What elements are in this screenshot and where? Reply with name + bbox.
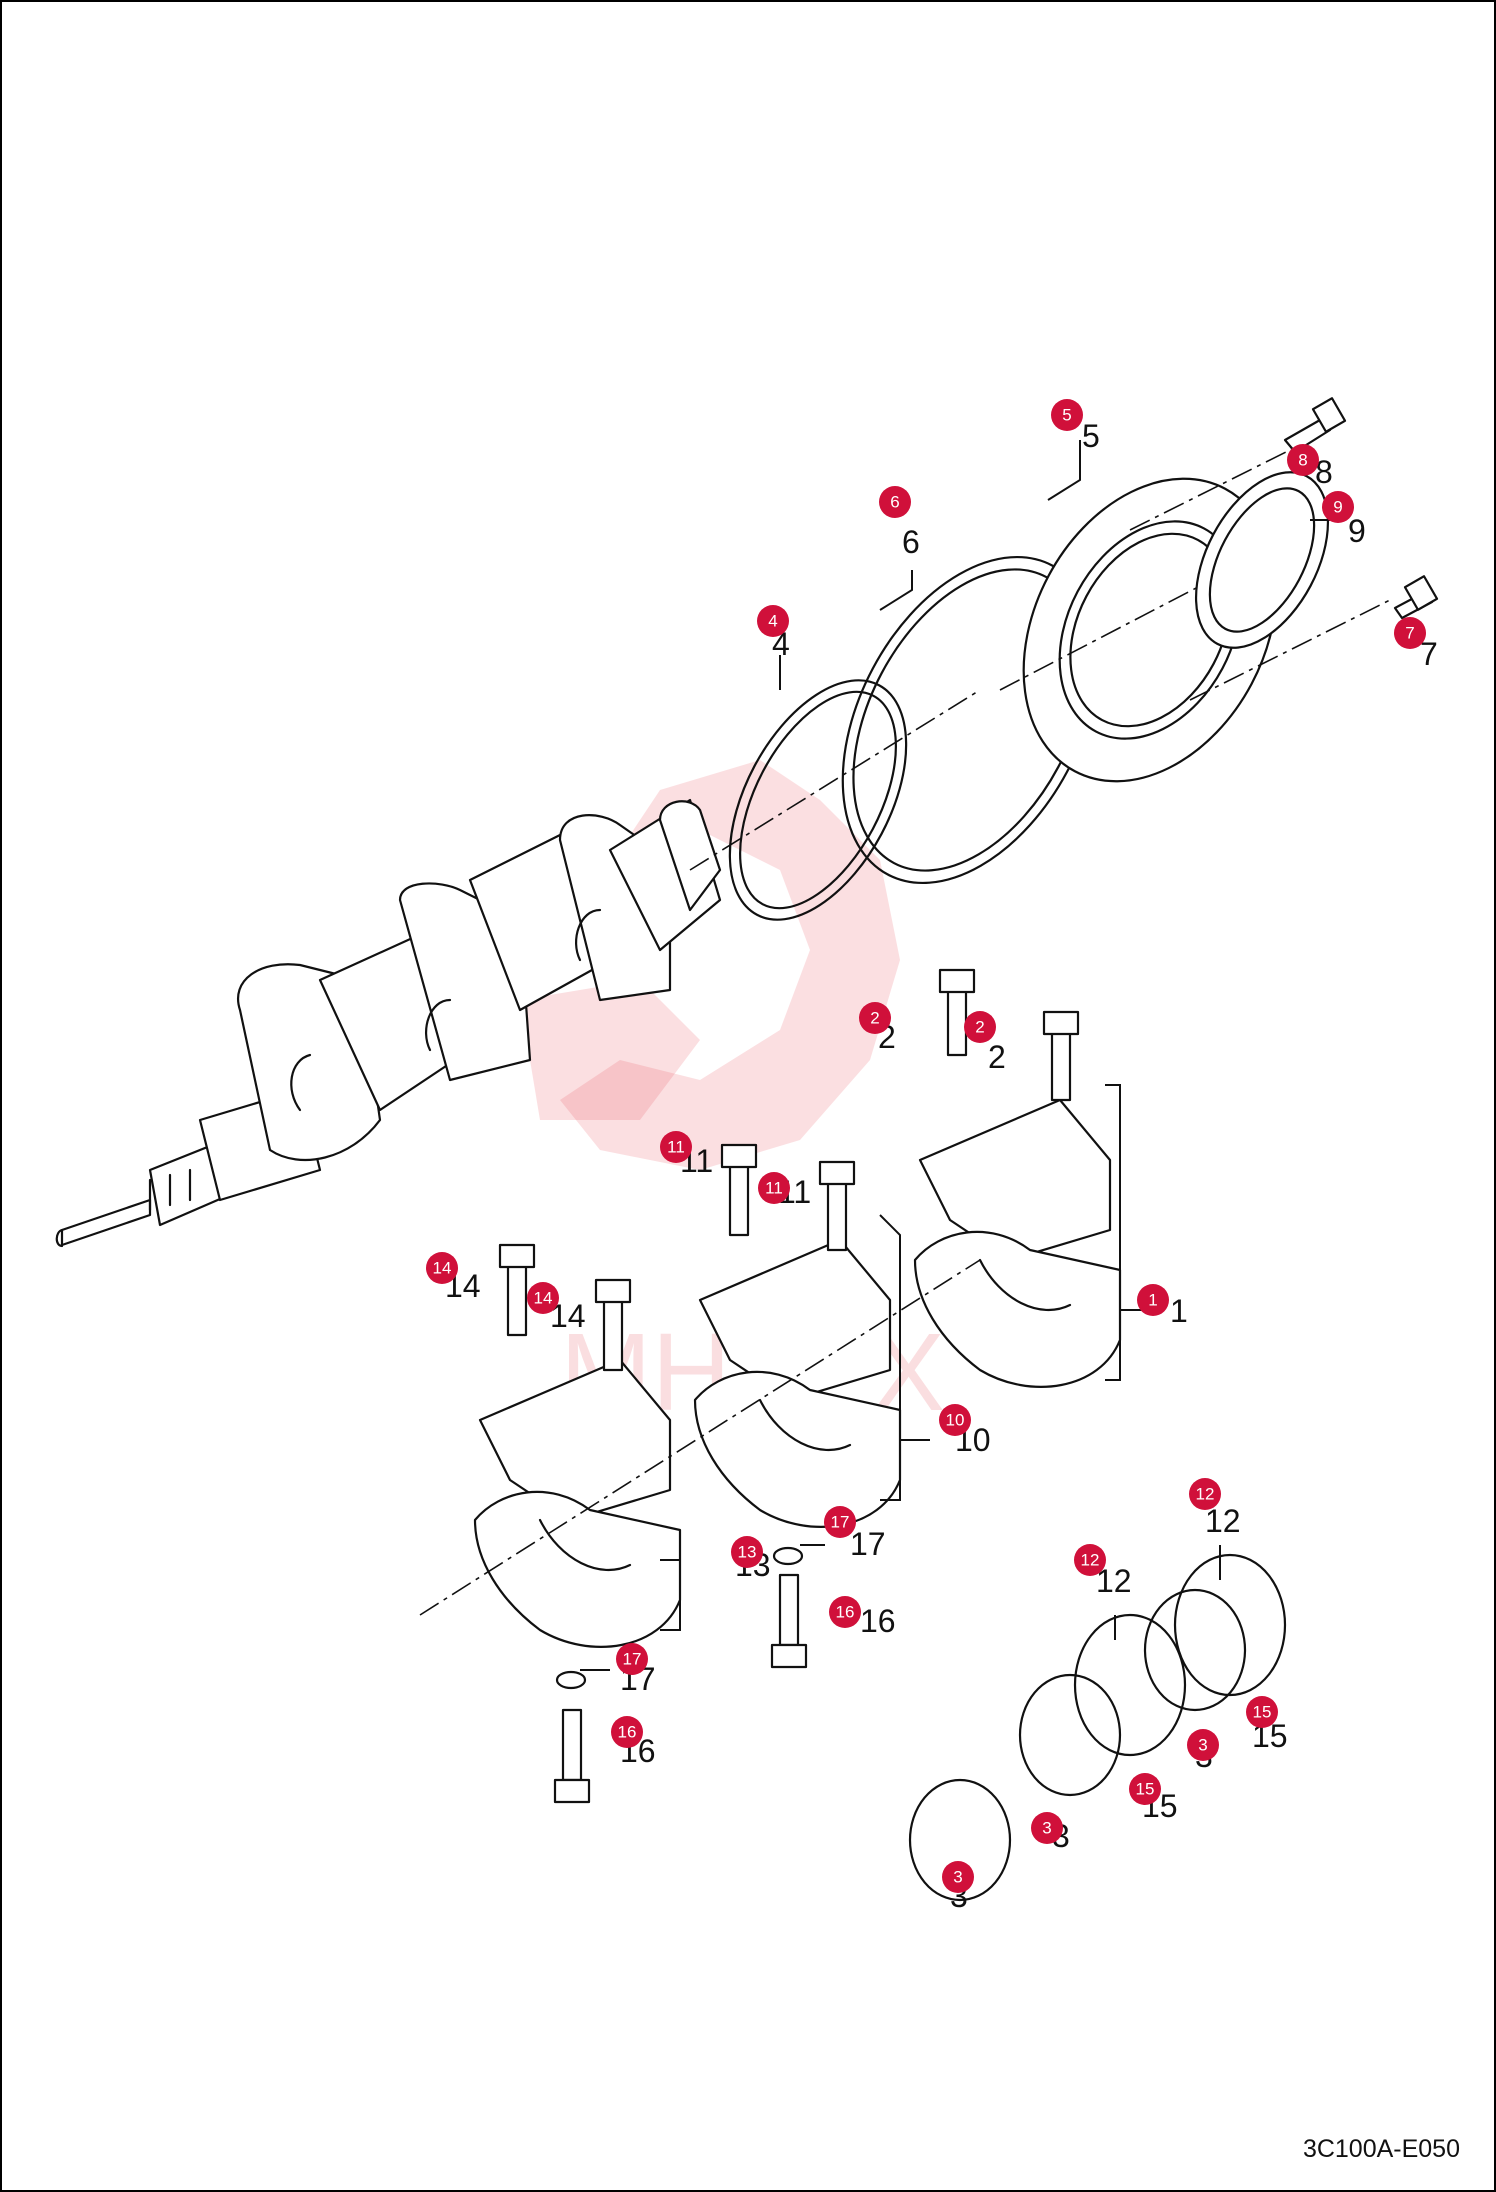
marker-15b[interactable]: 15 [1129, 1773, 1161, 1805]
part-5-housing [999, 444, 1391, 783]
marker-1[interactable]: 1 [1137, 1284, 1169, 1316]
marker-6[interactable]: 6 [879, 486, 911, 518]
svg-text:13: 13 [738, 1543, 757, 1562]
part-8-bolt [1283, 397, 1347, 454]
svg-text:12: 12 [1196, 1485, 1215, 1504]
marker-11a[interactable]: 11 [660, 1131, 692, 1163]
marker-5[interactable]: 5 [1051, 399, 1083, 431]
marker-8[interactable]: 8 [1287, 444, 1319, 476]
bearing-shells [908, 1553, 1287, 1902]
marker-2a[interactable]: 2 [859, 1002, 891, 1034]
part-4-gasket [689, 679, 981, 921]
svg-text:8: 8 [1298, 451, 1307, 470]
label-8: 8 [1315, 454, 1333, 490]
svg-text:15: 15 [1253, 1703, 1272, 1722]
bearing-cap-set-3 [419, 1259, 981, 1648]
cap-bolts [498, 968, 1080, 1804]
bearing-cap-set-1 [913, 1098, 1122, 1388]
marker-4[interactable]: 4 [757, 605, 789, 637]
marker-3c[interactable]: 3 [942, 1861, 974, 1893]
svg-text:17: 17 [623, 1650, 642, 1669]
svg-text:6: 6 [890, 493, 899, 512]
label-9: 9 [1348, 513, 1366, 549]
label-17a: 17 [850, 1526, 886, 1562]
label-6: 6 [902, 524, 920, 560]
svg-text:2: 2 [870, 1009, 879, 1028]
marker-16b[interactable]: 16 [611, 1716, 643, 1748]
marker-17b[interactable]: 17 [616, 1643, 648, 1675]
svg-text:11: 11 [765, 1179, 783, 1198]
label-2b: 2 [988, 1039, 1006, 1075]
label-5: 5 [1082, 418, 1100, 454]
marker-10[interactable]: 10 [939, 1404, 971, 1436]
svg-text:1: 1 [1148, 1291, 1157, 1310]
marker-3a[interactable]: 3 [1187, 1729, 1219, 1761]
svg-text:4: 4 [768, 612, 777, 631]
diagram-code: 3C100A-E050 [1302, 2135, 1460, 2163]
marker-15a[interactable]: 15 [1246, 1696, 1278, 1728]
svg-text:2: 2 [975, 1018, 984, 1037]
svg-text:5: 5 [1062, 406, 1071, 425]
label-16a: 16 [860, 1603, 896, 1639]
svg-text:7: 7 [1405, 624, 1414, 643]
marker-13[interactable]: 13 [731, 1536, 763, 1568]
svg-text:16: 16 [618, 1723, 637, 1742]
svg-text:3: 3 [953, 1868, 962, 1887]
marker-9[interactable]: 9 [1322, 491, 1354, 523]
part-9-seal [1194, 471, 1330, 649]
marker-2b[interactable]: 2 [964, 1011, 996, 1043]
marker-14b[interactable]: 14 [527, 1282, 559, 1314]
marker-17a[interactable]: 17 [824, 1506, 856, 1538]
marker-12b[interactable]: 12 [1074, 1544, 1106, 1576]
svg-text:14: 14 [433, 1259, 452, 1278]
svg-text:3: 3 [1042, 1819, 1051, 1838]
leader-lines [580, 440, 1330, 1671]
marker-14a[interactable]: 14 [426, 1252, 458, 1284]
part-7-bolt [1393, 575, 1439, 620]
label-1: 1 [1170, 1293, 1188, 1329]
svg-text:15: 15 [1136, 1780, 1155, 1799]
svg-text:12: 12 [1081, 1551, 1100, 1570]
label-7: 7 [1420, 636, 1438, 672]
svg-text:17: 17 [831, 1513, 850, 1532]
marker-12a[interactable]: 12 [1189, 1478, 1221, 1510]
svg-text:11: 11 [667, 1138, 685, 1157]
marker-11b[interactable]: 11 [758, 1172, 790, 1204]
svg-text:14: 14 [534, 1289, 553, 1308]
part-6-gasket [841, 555, 1099, 885]
svg-text:16: 16 [836, 1603, 855, 1622]
red-markers: 5 8 9 6 4 7 2 2 11 11 14 14 1 10 17 13 1… [426, 399, 1426, 1893]
crankshaft [55, 798, 722, 1248]
marker-3b[interactable]: 3 [1031, 1812, 1063, 1844]
marker-7[interactable]: 7 [1394, 617, 1426, 649]
label-12a: 12 [1205, 1503, 1241, 1539]
svg-text:3: 3 [1198, 1736, 1207, 1755]
marker-16a[interactable]: 16 [829, 1596, 861, 1628]
bearing-cap-set-2 [693, 1238, 902, 1528]
svg-text:9: 9 [1333, 498, 1342, 517]
svg-text:10: 10 [946, 1411, 965, 1430]
